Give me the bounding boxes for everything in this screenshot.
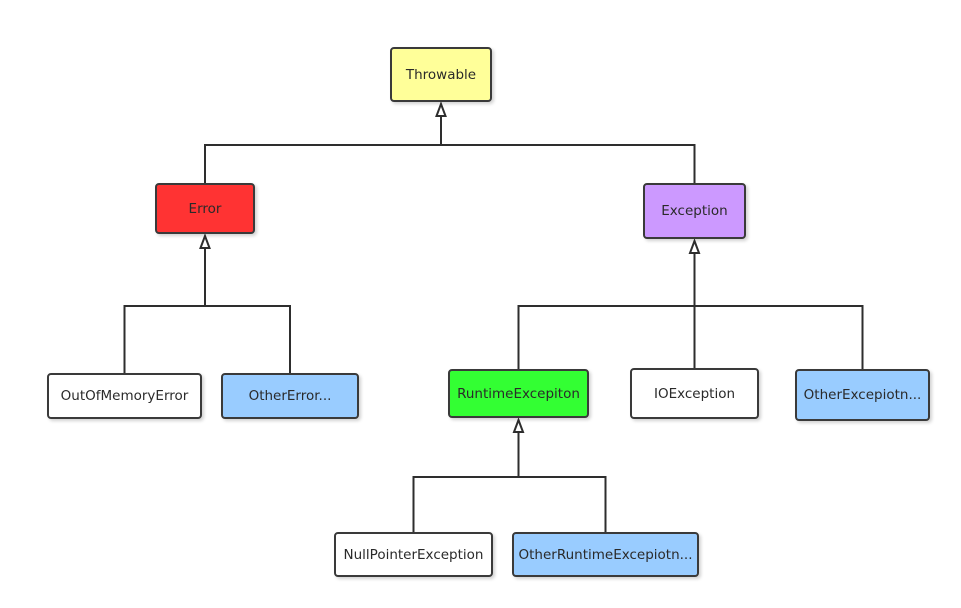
node-null-pointer-exception[interactable]: NullPointerException xyxy=(334,532,493,577)
node-runtime-exception[interactable]: RuntimeExcepiton xyxy=(448,369,589,418)
edge-npe-to-runtime xyxy=(412,432,520,532)
node-io-exception[interactable]: IOException xyxy=(630,368,759,419)
node-error[interactable]: Error xyxy=(155,183,255,234)
arrowhead-throwable xyxy=(435,101,447,117)
edge-otherruntime-to-runtime xyxy=(517,432,607,532)
node-throwable[interactable]: Throwable xyxy=(390,47,492,102)
node-other-runtime-exception[interactable]: OtherRuntimeExcepiotn... xyxy=(512,532,699,577)
arrowhead-error xyxy=(199,233,211,249)
edge-otherexception-to-exception xyxy=(693,253,864,369)
edge-error-to-throwable xyxy=(204,116,442,183)
edge-othererror-to-error xyxy=(204,248,291,373)
node-other-exception[interactable]: OtherExcepiotn... xyxy=(795,369,930,421)
edge-exception-to-throwable xyxy=(440,116,696,183)
node-exception[interactable]: Exception xyxy=(643,183,746,239)
arrowhead-exception xyxy=(688,238,701,254)
node-out-of-memory-error[interactable]: OutOfMemoryError xyxy=(47,373,202,419)
edge-runtime-to-exception xyxy=(517,253,696,369)
arrowhead-runtime xyxy=(512,417,525,433)
node-other-error[interactable]: OtherError... xyxy=(221,373,359,419)
edge-oom-to-error xyxy=(123,248,206,373)
